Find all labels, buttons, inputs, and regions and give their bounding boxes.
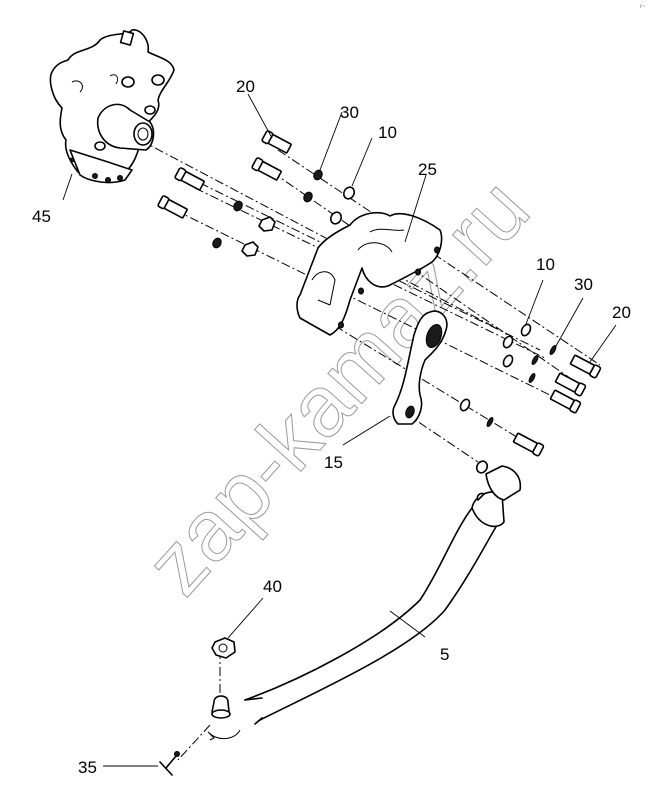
lock-washer[interactable]	[549, 344, 557, 356]
sleeve-spacer[interactable]	[502, 335, 515, 349]
leader-lines	[62, 93, 617, 767]
callout-40: 40	[263, 577, 282, 596]
corner-mark: r~	[640, 4, 646, 10]
bolt[interactable]	[261, 130, 292, 154]
lock-washer[interactable]	[312, 169, 324, 182]
callout-25: 25	[418, 160, 437, 179]
bolt-set-top	[157, 130, 356, 257]
drag-link[interactable]	[244, 459, 522, 725]
sleeve-spacer[interactable]	[459, 398, 472, 412]
steering-gear-box[interactable]	[49, 29, 175, 184]
callout-labels: 45 20 30 10 25 10 30 20 15 40 5 35	[32, 77, 631, 777]
sleeve-spacer[interactable]	[342, 185, 356, 200]
bolt[interactable]	[549, 389, 582, 414]
callout-10-top: 10	[378, 123, 397, 142]
bolt[interactable]	[174, 167, 205, 191]
sleeve-spacer[interactable]	[520, 323, 533, 337]
cotter-pin[interactable]	[159, 751, 180, 776]
callout-35: 35	[78, 758, 97, 777]
pitman-arm[interactable]	[392, 310, 448, 425]
mounting-bracket[interactable]	[296, 211, 443, 336]
lock-washer[interactable]	[232, 200, 244, 213]
lock-washer[interactable]	[528, 372, 536, 384]
sleeve-spacer[interactable]	[329, 210, 343, 225]
callout-30-right: 30	[574, 275, 593, 294]
callout-15: 15	[324, 453, 343, 472]
castle-nut[interactable]	[211, 637, 236, 659]
sleeve-spacer[interactable]	[502, 354, 515, 368]
lock-washer[interactable]	[302, 191, 314, 204]
nut[interactable]	[241, 241, 259, 257]
callout-10-right: 10	[536, 255, 555, 274]
bolt[interactable]	[157, 195, 188, 219]
bolt[interactable]	[554, 372, 587, 397]
bolt[interactable]	[251, 157, 282, 181]
bolt-set-right	[502, 323, 602, 414]
nut[interactable]	[258, 216, 276, 232]
ball-stud[interactable]	[207, 695, 241, 741]
callout-20-right: 20	[612, 303, 631, 322]
lock-washer[interactable]	[486, 416, 494, 428]
bolt[interactable]	[569, 354, 602, 379]
lock-washer[interactable]	[531, 354, 539, 366]
lock-washer[interactable]	[211, 237, 223, 250]
callout-20-top: 20	[236, 77, 255, 96]
callout-45: 45	[32, 207, 51, 226]
callout-30-top: 30	[340, 103, 359, 122]
bolt[interactable]	[512, 432, 545, 457]
callout-5: 5	[440, 645, 449, 664]
